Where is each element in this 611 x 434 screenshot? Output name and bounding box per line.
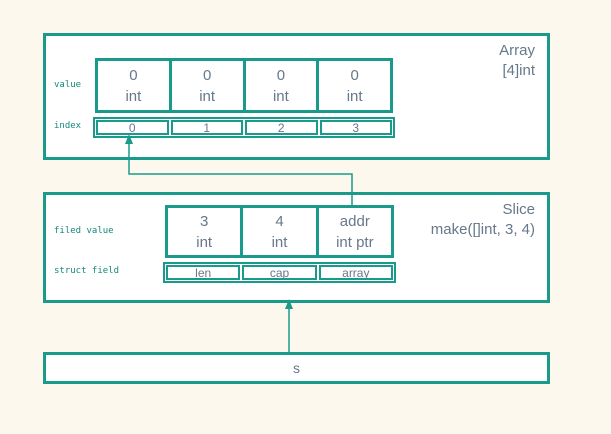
slice-field-value-row-label: filed value bbox=[54, 226, 114, 236]
s-to-slice-arrow bbox=[285, 299, 293, 352]
cell-value: 4 bbox=[275, 212, 284, 230]
struct-field-cell: cap bbox=[242, 265, 317, 280]
cell-value: 0 bbox=[129, 66, 138, 84]
struct-field-cell: len bbox=[166, 265, 241, 280]
slice-title-line1: Slice bbox=[502, 201, 535, 218]
variable-box: s bbox=[43, 352, 550, 384]
slice-cell-cap: 4 int bbox=[240, 205, 319, 258]
array-index-row: 0 1 2 3 bbox=[93, 117, 395, 138]
cell-value: 0 bbox=[276, 66, 286, 84]
cell-type: int bbox=[199, 87, 216, 105]
array-value-row-label: value bbox=[54, 80, 82, 90]
slice-cell-len: 3 int bbox=[165, 205, 244, 258]
cell-type: int bbox=[271, 233, 288, 251]
slice-title-line2: make([]int, 3, 4) bbox=[430, 221, 535, 238]
variable-label: s bbox=[293, 360, 300, 376]
slice-box: Slice make([]int, 3, 4) filed value stru… bbox=[43, 192, 550, 303]
cell-value: 3 bbox=[199, 212, 209, 230]
array-value-cells: 0 int 0 int 0 int 0 int bbox=[95, 58, 393, 113]
array-title: Array [4]int bbox=[499, 41, 535, 81]
index-cell: 3 bbox=[319, 120, 392, 135]
cell-type: int ptr bbox=[336, 233, 374, 251]
slice-struct-field-row: len cap array bbox=[163, 262, 396, 283]
array-cell: 0 int bbox=[95, 58, 172, 113]
index-cell: 1 bbox=[170, 120, 243, 135]
struct-field-cell: array bbox=[318, 265, 393, 280]
index-cell: 0 bbox=[96, 120, 169, 135]
slice-cell-array-pointer: addr int ptr bbox=[315, 205, 394, 258]
cell-type: int bbox=[346, 87, 363, 105]
slice-title: Slice make([]int, 3, 4) bbox=[431, 200, 535, 240]
array-box: Array [4]int value index 0 int 0 int 0 i… bbox=[43, 33, 550, 160]
array-title-line2: [4]int bbox=[502, 62, 535, 79]
slice-struct-field-row-label: struct field bbox=[54, 266, 120, 276]
array-title-line1: Array bbox=[499, 42, 535, 59]
cell-type: int bbox=[272, 87, 289, 105]
cell-value: 0 bbox=[202, 66, 212, 84]
array-cell: 0 int bbox=[242, 58, 320, 113]
cell-type: int bbox=[196, 233, 213, 251]
array-cell: 0 int bbox=[168, 58, 246, 113]
cell-value: addr bbox=[339, 212, 370, 230]
array-index-row-label: index bbox=[54, 121, 82, 131]
array-cell: 0 int bbox=[316, 58, 393, 113]
slice-value-cells: 3 int 4 int addr int ptr bbox=[165, 205, 394, 258]
cell-value: 0 bbox=[350, 66, 359, 84]
index-cell: 2 bbox=[245, 120, 318, 135]
cell-type: int bbox=[125, 87, 142, 105]
